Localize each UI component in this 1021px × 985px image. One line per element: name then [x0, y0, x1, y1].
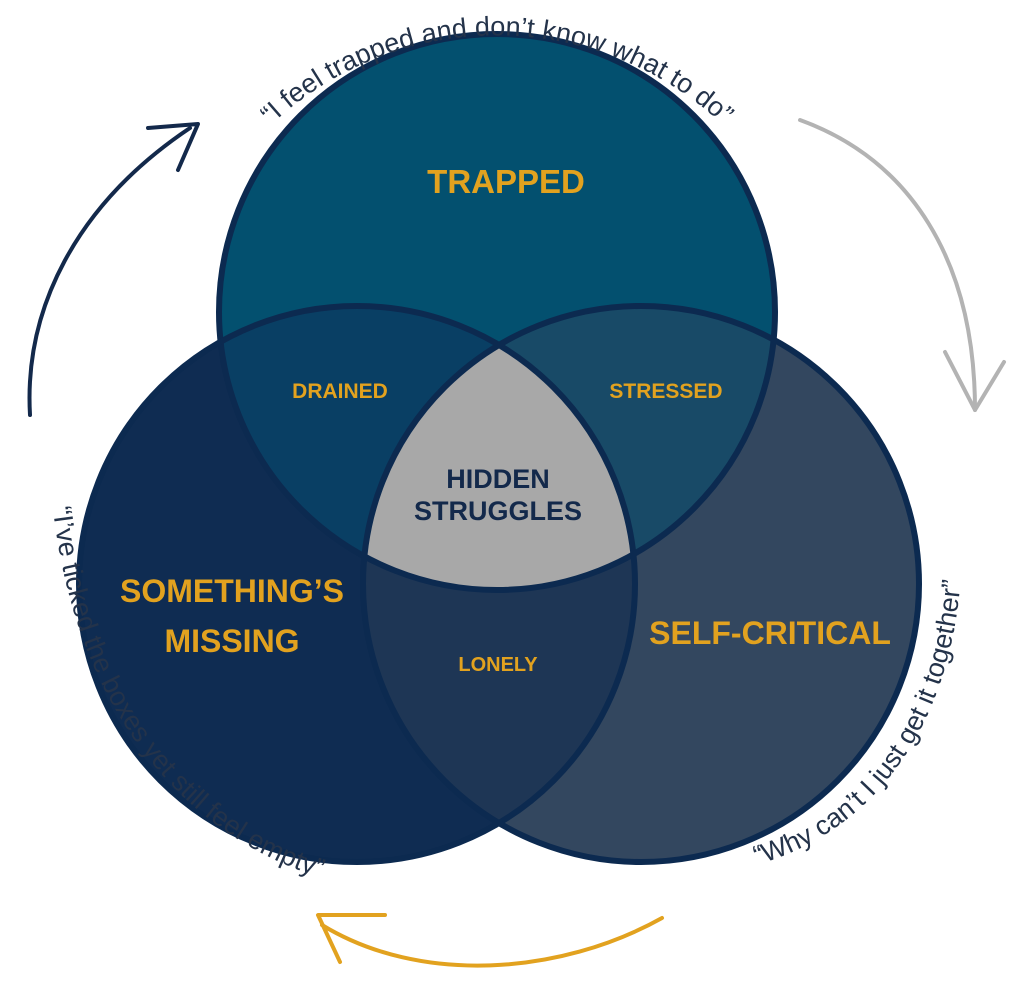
arrow-navy-up — [27, 122, 200, 417]
label-lonely: LONELY — [458, 654, 538, 676]
arrow-gray-down — [798, 118, 1006, 412]
label-something-missing-line1: SOMETHING’S — [120, 573, 344, 609]
label-something-missing-line2: MISSING — [164, 623, 299, 659]
circle-outlines — [76, 31, 922, 865]
overlap-center — [363, 306, 635, 590]
label-hidden-struggles-line2: STRUGGLES — [414, 496, 582, 526]
label-hidden-struggles-line1: HIDDEN — [446, 464, 550, 494]
label-drained: DRAINED — [292, 380, 388, 403]
arrow-gold-left — [316, 913, 664, 968]
label-self-critical: SELF-CRITICAL — [649, 615, 891, 651]
label-trapped: TRAPPED — [427, 163, 585, 200]
label-stressed: STRESSED — [609, 380, 722, 403]
